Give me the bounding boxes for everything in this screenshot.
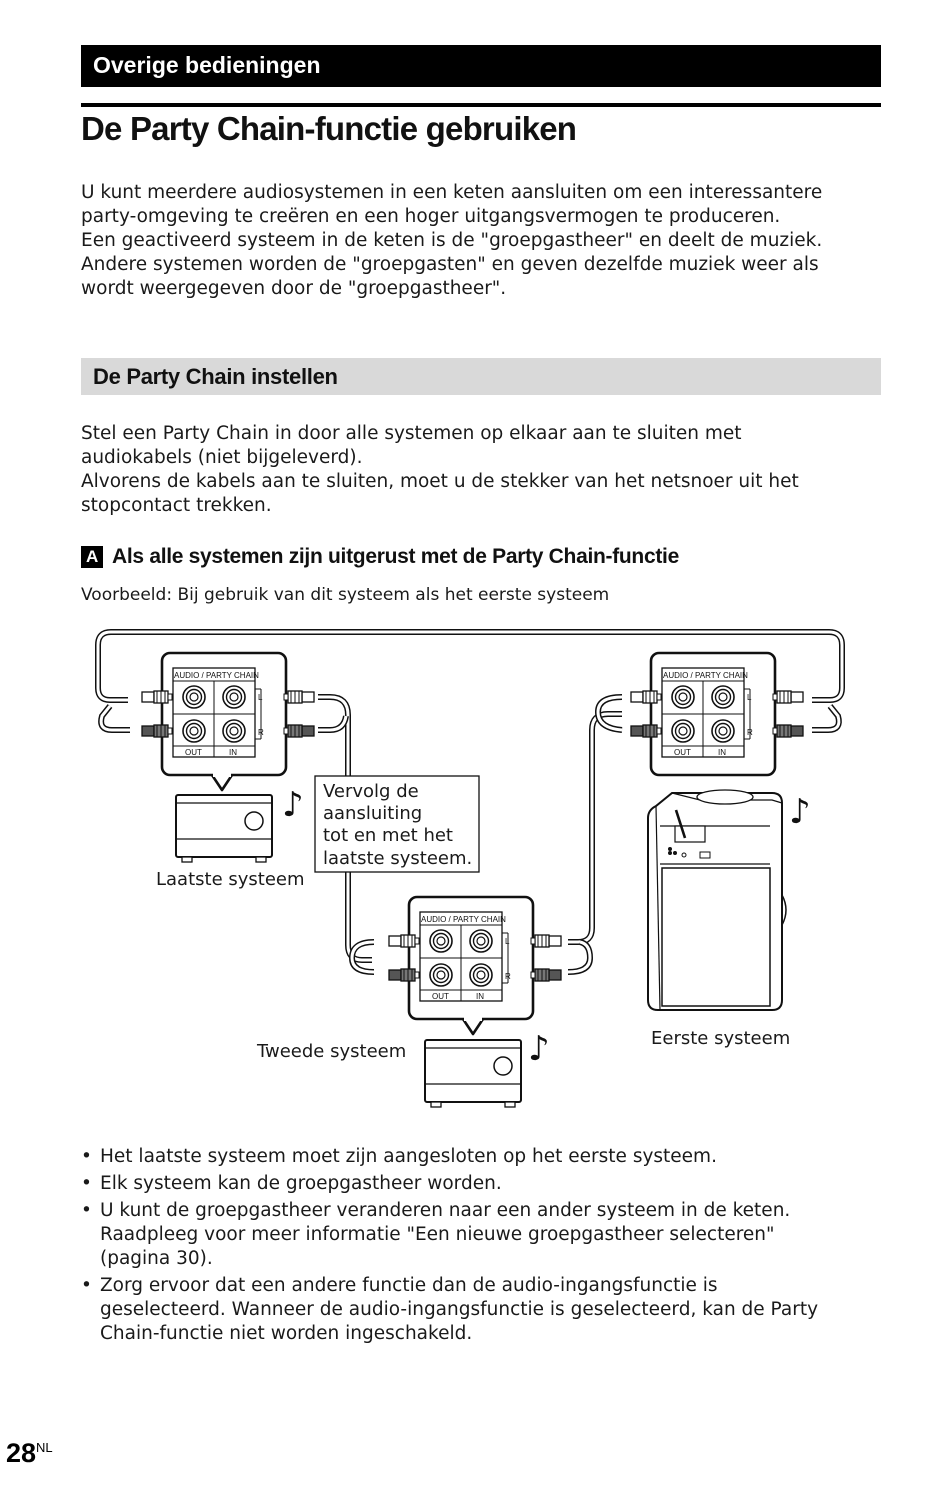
panel-title: AUDIO / PARTY CHAIN xyxy=(174,671,259,680)
intro-line: Een geactiveerd systeem in de keten is d… xyxy=(81,230,823,251)
list-item-line: Elk systeem kan de groepgastheer worden. xyxy=(100,1173,502,1194)
callout-line: laatste systeem. xyxy=(323,848,472,869)
panel-title: AUDIO / PARTY CHAIN xyxy=(663,671,748,680)
page-lang: NL xyxy=(36,1440,53,1455)
callout-line: Vervolg de xyxy=(323,781,419,802)
out-label: OUT xyxy=(185,748,202,757)
panel-title: AUDIO / PARTY CHAIN xyxy=(421,915,506,924)
list-item-line: Raadpleeg voor meer informatie "Een nieu… xyxy=(100,1224,775,1245)
r-label: R xyxy=(505,972,511,981)
plug-out-l-last xyxy=(141,690,173,704)
list-item-line: (pagina 30). xyxy=(100,1248,213,1269)
r-label: R xyxy=(747,728,753,737)
setup-paragraph: Stel een Party Chain in door alle system… xyxy=(81,422,881,518)
list-item: Elk systeem kan de groepgastheer worden. xyxy=(81,1172,881,1196)
case-a-heading: A Als alle systemen zijn uitgerust met d… xyxy=(81,543,679,571)
l-label: L xyxy=(747,693,752,702)
music-note-icon: ♪ xyxy=(528,1029,550,1069)
intro-line: party-omgeving te creëren en een hoger u… xyxy=(81,206,781,227)
panel-second-system: AUDIO / PARTY CHAIN OUT IN L R xyxy=(409,897,533,1019)
r-label: R xyxy=(258,728,264,737)
panel-first-system: AUDIO / PARTY CHAIN OUT IN L R xyxy=(651,653,775,775)
case-a-heading-text: Als alle systemen zijn uitgerust met de … xyxy=(112,545,679,568)
list-item: Zorg ervoor dat een andere functie dan d… xyxy=(81,1274,881,1346)
callout-line: tot en met het xyxy=(323,825,453,846)
setup-line: audiokabels (niet bijgeleverd). xyxy=(81,447,363,468)
list-item-line: geselecteerd. Wanneer de audio-ingangsfu… xyxy=(100,1299,819,1320)
last-system-label: Laatste systeem xyxy=(156,869,305,890)
title-rule xyxy=(81,103,881,107)
list-item-line: U kunt de groepgastheer veranderen naar … xyxy=(100,1200,791,1221)
amplifier-last-system xyxy=(175,794,273,863)
list-item-line: Chain-functie niet worden ingeschakeld. xyxy=(100,1323,473,1344)
list-item: Het laatste systeem moet zijn aangeslote… xyxy=(81,1145,881,1169)
in-label: IN xyxy=(229,748,237,757)
intro-paragraph: U kunt meerdere audiosystemen in een ket… xyxy=(81,181,881,301)
second-system-label: Tweede systeem xyxy=(256,1041,406,1062)
panel-last-system: AUDIO / PARTY CHAIN OUT IN L R xyxy=(162,653,286,775)
page-title: De Party Chain-functie gebruiken xyxy=(81,110,577,147)
callout-box xyxy=(314,775,480,873)
plug-out-r-last xyxy=(141,724,173,738)
notes-list: Het laatste systeem moet zijn aangeslote… xyxy=(81,1145,881,1349)
subsection-title: De Party Chain instellen xyxy=(93,364,338,389)
example-caption: Voorbeeld: Bij gebruik van dit systeem a… xyxy=(81,585,610,605)
out-label: OUT xyxy=(674,748,691,757)
in-label: IN xyxy=(718,748,726,757)
l-label: L xyxy=(505,937,510,946)
out-label: OUT xyxy=(432,992,449,1001)
amplifier-second-system xyxy=(424,1039,522,1108)
party-chain-diagram: AUDIO / PARTY CHAIN OUT IN L R AUDIO / P… xyxy=(95,629,845,1108)
list-item: U kunt de groepgastheer veranderen naar … xyxy=(81,1199,881,1271)
callout-line: aansluiting xyxy=(323,803,422,824)
intro-line: U kunt meerdere audiosystemen in een ket… xyxy=(81,182,823,203)
setup-line: Alvorens de kabels aan te sluiten, moet … xyxy=(81,471,799,492)
subsection-header: De Party Chain instellen xyxy=(81,358,881,395)
page-number: 28NL xyxy=(6,1438,53,1469)
intro-line: Andere systemen worden de "groepgasten" … xyxy=(81,254,819,275)
setup-line: Stel een Party Chain in door alle system… xyxy=(81,423,742,444)
setup-line: stopcontact trekken. xyxy=(81,495,272,516)
section-title: Overige bedieningen xyxy=(93,52,321,78)
case-a-badge: A xyxy=(81,546,103,568)
list-item-line: Zorg ervoor dat een andere functie dan d… xyxy=(100,1275,718,1296)
music-note-icon: ♪ xyxy=(282,785,304,825)
intro-line: wordt weergegeven door de "groepgastheer… xyxy=(81,278,507,299)
music-note-icon: ♪ xyxy=(789,792,811,832)
speaker-tower-first-system xyxy=(647,789,787,1011)
in-label: IN xyxy=(476,992,484,1001)
page-number-value: 28 xyxy=(6,1438,37,1468)
section-header-bar: Overige bedieningen xyxy=(81,45,881,87)
list-item-line: Het laatste systeem moet zijn aangeslote… xyxy=(100,1146,717,1167)
first-system-label: Eerste systeem xyxy=(651,1028,790,1049)
l-label: L xyxy=(258,693,263,702)
